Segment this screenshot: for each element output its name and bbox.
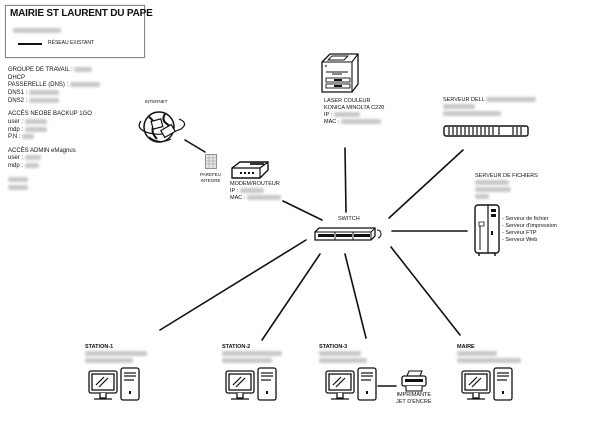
desktop-computer-icon [325, 367, 377, 403]
rack-server-icon [443, 125, 529, 137]
backup-pn-label: P.N : [8, 134, 21, 141]
dell-label: SERVEUR DELL [443, 97, 485, 103]
station-1: STATION-1 [85, 344, 147, 365]
inkjet-printer-icon [400, 370, 428, 392]
switch-icon [313, 227, 385, 241]
link-dell-switch [388, 149, 464, 219]
modem-label: MODEM/ROUTEUR [230, 181, 280, 187]
link-internet-firewall [184, 139, 206, 153]
file-server-info: SERVEUR DE FICHIERS [475, 173, 538, 201]
link-modem-switch [282, 200, 323, 221]
switch-label: SWITCH [338, 216, 360, 222]
role-item: - Serveur de fichier [502, 216, 549, 222]
role-item: - Serveur d'impression [502, 223, 557, 229]
desktop-computer-icon [461, 367, 513, 403]
firewall-label: PAREFEU INTEGRE [200, 172, 221, 183]
globe-cable-icon [135, 107, 187, 147]
workgroup-label: GROUPE DE TRAVAIL : [8, 67, 73, 74]
station-3: STATION-3 [319, 344, 367, 365]
copier-icon [318, 50, 362, 94]
desktop-computer-icon [88, 367, 140, 403]
dell-server-info: SERVEUR DELL [443, 97, 537, 118]
internet-label: INTERNET [145, 99, 168, 104]
station-label: MAIRE [457, 344, 475, 350]
admin-mdp-label: mdp : [8, 163, 24, 170]
dns1-label: DNS1 : [8, 90, 28, 97]
station-label: STATION-3 [319, 344, 348, 350]
modem-icon [230, 160, 270, 180]
tower-server-icon [474, 204, 500, 256]
diagram-title: MAIRIE ST LAURENT DU PAPE [10, 8, 153, 19]
legend-label: RÉSEAU EXISTANT [48, 40, 95, 46]
gateway-label: PASSERELLE (DNS) : [8, 82, 69, 89]
backup-user-label: user : [8, 118, 24, 125]
link-switch-maire [390, 246, 461, 336]
link-switch-station3 [344, 253, 367, 339]
title-subtext-redacted [13, 22, 61, 40]
dns2-label: DNS2 : [8, 97, 28, 104]
backup-mdp-label: mdp : [8, 126, 24, 133]
firewall-icon [205, 154, 217, 169]
admin-user-label: user : [8, 155, 24, 162]
link-laser-switch [344, 147, 347, 213]
link-switch-station1 [159, 239, 307, 331]
legend-line-swatch [18, 43, 42, 45]
dhcp-label: DHCP [8, 74, 26, 81]
admin-title: ACCÈS ADMIN eMagnus [8, 147, 76, 154]
role-item: - Serveur Web [502, 237, 538, 243]
laser-printer-info: LASER COULEUR KONICA MINOLTA C220 IP : M… [324, 98, 385, 125]
fileserver-label: SERVEUR DE FICHIERS [475, 173, 538, 179]
link-switch-station2 [261, 253, 321, 341]
file-server-roles: - Serveur de fichier - Serveur d'impress… [502, 216, 557, 244]
laser-label-2: KONICA MINOLTA C220 [324, 105, 385, 111]
station-label: STATION-2 [222, 344, 251, 350]
station-2: STATION-2 [222, 344, 282, 365]
modem-info: MODEM/ROUTEUR IP : MAC : [230, 181, 281, 201]
network-info: GROUPE DE TRAVAIL : DHCP PASSERELLE (DNS… [8, 67, 100, 192]
station-maire: MAIRE [457, 344, 521, 365]
laser-label-1: LASER COULEUR [324, 98, 371, 104]
desktop-computer-icon [225, 367, 277, 403]
inkjet-label: IMPRIMANTE JET D'ENCRE [396, 392, 432, 405]
station-label: STATION-1 [85, 344, 114, 350]
backup-title: ACCÈS NEOBE BACKUP 1GO [8, 111, 92, 118]
role-item: - Serveur FTP [502, 230, 537, 236]
title-box [5, 5, 145, 58]
